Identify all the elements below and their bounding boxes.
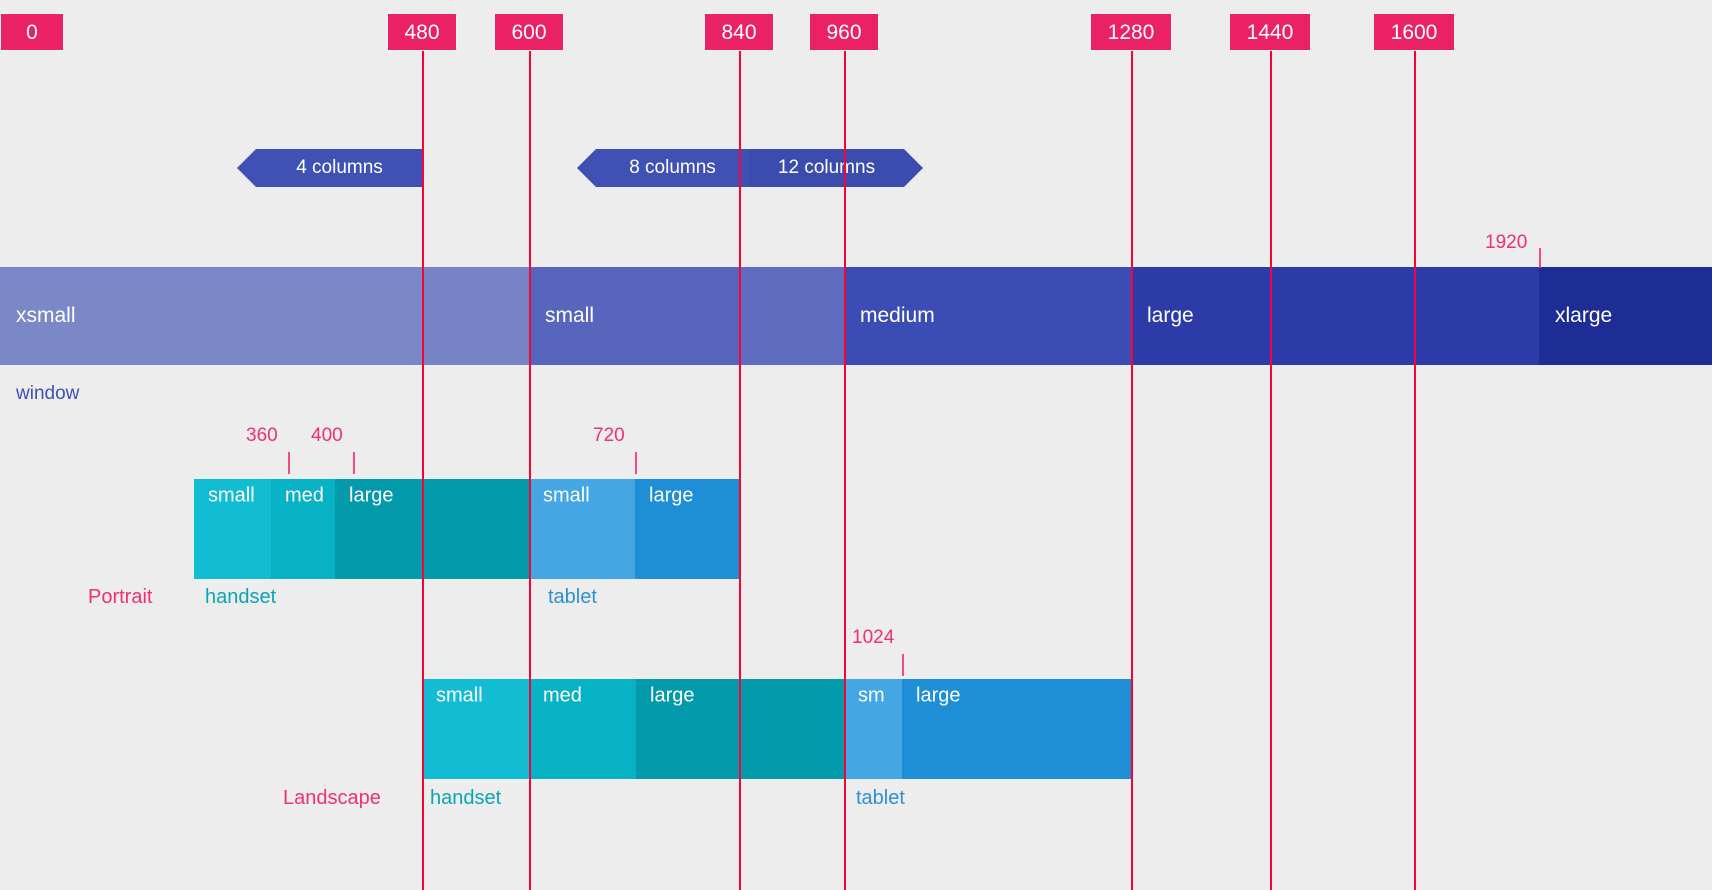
- column-band-label: 8 columns: [629, 157, 716, 178]
- extra-tick-mark-1920: [1539, 248, 1541, 268]
- portrait-segment-label: small: [208, 484, 255, 507]
- landscape-segment-label: large: [650, 684, 695, 707]
- portrait-tick-mark-720: [635, 452, 637, 474]
- column-band-label: 4 columns: [296, 157, 383, 178]
- window-segment-label: large: [1147, 304, 1194, 327]
- window-segment-label: xlarge: [1555, 304, 1613, 327]
- window-segment-label: medium: [860, 304, 935, 327]
- breakpoint-line-960: [844, 51, 846, 890]
- window-segment-large: large: [1131, 267, 1270, 365]
- breakpoint-line-480: [422, 51, 424, 890]
- portrait-tick-mark-400: [353, 452, 355, 474]
- breakpoint-flag-840[interactable]: 840: [704, 13, 774, 51]
- breakpoint-flag-1280[interactable]: 1280: [1090, 13, 1172, 51]
- column-band-8-columns: 8 columns: [577, 149, 749, 187]
- portrait-tick-label-720: 720: [593, 425, 625, 446]
- landscape-row-label: Landscape: [283, 787, 381, 809]
- landscape-tablet-segment-large: large: [902, 679, 1131, 779]
- breakpoint-line-1600: [1414, 51, 1416, 890]
- extra-tick-label-1920: 1920: [1485, 232, 1528, 253]
- breakpoint-flag-480[interactable]: 480: [387, 13, 457, 51]
- portrait-handset-segment-med: med: [271, 479, 335, 579]
- portrait-segment-label: large: [649, 484, 694, 507]
- landscape-tick-mark-1024: [902, 654, 904, 676]
- column-band-4-columns: 4 columns: [237, 149, 423, 187]
- window-caption: window: [16, 383, 80, 404]
- landscape-segment-label: sm: [858, 684, 885, 707]
- portrait-row-label: Portrait: [88, 586, 153, 608]
- portrait-segment-label: large: [349, 484, 394, 507]
- portrait-tablet-segment-large: large: [635, 479, 739, 579]
- breakpoint-line-600: [529, 51, 531, 890]
- breakpoint-flag-0[interactable]: 0: [0, 13, 64, 51]
- landscape-handset-label: handset: [430, 787, 502, 809]
- landscape-handset-segment-large: large: [636, 679, 739, 779]
- window-segment-label: small: [545, 304, 595, 327]
- landscape-handset-segment-small: small: [422, 679, 529, 779]
- landscape-handset-segment-med: med: [529, 679, 636, 779]
- window-segment-gap-3: [739, 267, 844, 365]
- portrait-handset-segment-large: large: [335, 479, 422, 579]
- portrait-segment-label: small: [543, 484, 590, 507]
- breakpoint-line-840: [739, 51, 741, 890]
- breakpoint-flag-1440[interactable]: 1440: [1229, 13, 1311, 51]
- portrait-tick-label-360: 360: [246, 425, 278, 446]
- window-segment-gap-1: [422, 267, 529, 365]
- portrait-tablet-label: tablet: [548, 586, 597, 608]
- breakpoint-flag-600[interactable]: 600: [494, 13, 564, 51]
- column-band-label: 12 columns: [777, 157, 876, 178]
- breakpoint-line-1280: [1131, 51, 1133, 890]
- landscape-handset-segment-gap-3: [739, 679, 844, 779]
- window-segment-xlarge: xlarge: [1539, 267, 1712, 365]
- landscape-segment-label: small: [436, 684, 483, 707]
- window-segment-label: xsmall: [16, 304, 76, 327]
- window-segment-xsmall: xsmall: [0, 267, 422, 365]
- breakpoint-flag-960[interactable]: 960: [809, 13, 879, 51]
- landscape-segment-label: med: [543, 684, 582, 707]
- window-segment-small: small: [529, 267, 739, 365]
- landscape-tick-label-1024: 1024: [852, 627, 895, 648]
- window-segment-gap-7: [1414, 267, 1539, 365]
- window-band: xsmall small medium large xlarge: [0, 267, 1712, 365]
- portrait-handset-segment-gap-3: [422, 479, 529, 579]
- portrait-handset-label: handset: [205, 586, 277, 608]
- column-band-12-columns: 12 columns: [749, 149, 923, 187]
- breakpoint-line-1440: [1270, 51, 1272, 890]
- portrait-segment-label: med: [285, 484, 324, 507]
- portrait-tablet-segment-small: small: [529, 479, 635, 579]
- landscape-tablet-label: tablet: [856, 787, 905, 809]
- portrait-tick-mark-360: [288, 452, 290, 474]
- portrait-tick-label-400: 400: [311, 425, 343, 446]
- window-segment-gap-6: [1270, 267, 1414, 365]
- portrait-handset-segment-small: small: [194, 479, 271, 579]
- window-segment-medium: medium: [844, 267, 1131, 365]
- landscape-tablet-segment-sm: sm: [844, 679, 902, 779]
- landscape-segment-label: large: [916, 684, 961, 707]
- breakpoint-flag-1600[interactable]: 1600: [1373, 13, 1455, 51]
